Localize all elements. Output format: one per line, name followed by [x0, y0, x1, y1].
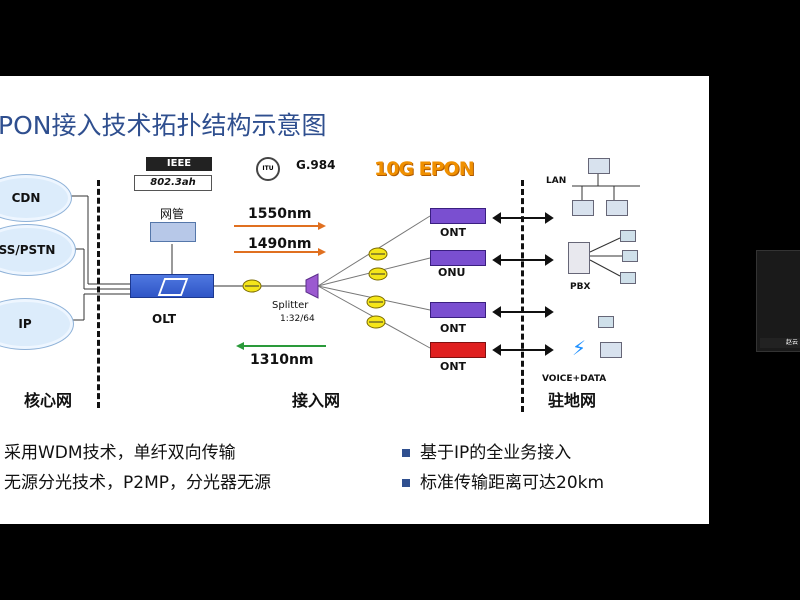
participant-video-thumbnail[interactable]: 赵云	[756, 250, 800, 352]
ont-label-2: ONT	[440, 322, 467, 335]
lightning-icon: ⚡	[572, 336, 587, 360]
ont-label-1: ONT	[440, 226, 467, 239]
ieee-logo: IEEE	[146, 157, 212, 171]
splitter-shape	[305, 273, 319, 299]
phone-icon	[622, 250, 638, 262]
bullet-right-1: 基于IP的全业务接入	[402, 438, 571, 463]
cloud-ss-pstn: SS/PSTN	[0, 224, 76, 276]
pbx-label: PBX	[570, 282, 591, 292]
bullet-right-2: 标准传输距离可达20km	[402, 468, 604, 493]
pbx-cabinet-icon	[568, 242, 590, 274]
ont-device-1	[430, 208, 486, 224]
pc-icon	[572, 200, 594, 216]
ieee-standard: 802.3ah	[134, 175, 212, 191]
ont-label-3: ONT	[440, 360, 467, 373]
splitter-ratio: 1:32/64	[280, 314, 315, 324]
olt-label: OLT	[152, 312, 177, 326]
wavelength-1310: 1310nm	[250, 352, 314, 368]
epon-logo: 10G EPON	[374, 158, 475, 180]
access-premises-divider	[521, 180, 524, 412]
phone-icon	[598, 316, 614, 328]
itu-logo-icon: ITU	[256, 157, 280, 181]
itu-standard: G.984	[296, 158, 336, 172]
core-network-label: 核心网	[24, 391, 73, 410]
lan-label: LAN	[546, 176, 567, 186]
bullet-left-1: 采用WDM技术，单纤双向传输	[4, 443, 236, 463]
wavelength-1550: 1550nm	[248, 206, 312, 222]
onu-label: ONU	[438, 266, 466, 279]
pc-icon	[600, 342, 622, 358]
ont-device-2	[430, 302, 486, 318]
splitter-label: Splitter	[272, 300, 309, 311]
nms-label: 网管	[160, 207, 185, 221]
slide: PON接入技术拓扑结构示意图	[0, 76, 709, 524]
pc-icon	[588, 158, 610, 174]
participant-name-badge: 赵云	[760, 338, 800, 348]
ont-device-3	[430, 342, 486, 358]
cloud-cdn: CDN	[0, 174, 72, 222]
core-access-divider	[97, 180, 100, 408]
phone-icon	[620, 230, 636, 242]
wavelength-1490: 1490nm	[248, 236, 312, 252]
voice-data-label: VOICE+DATA	[542, 374, 607, 384]
nms-computer-icon	[150, 222, 196, 242]
access-network-label: 接入网	[292, 391, 341, 410]
page-title: PON接入技术拓扑结构示意图	[0, 111, 327, 140]
onu-device	[430, 250, 486, 266]
bullet-left-2: 无源分光技术，P2MP，分光器无源	[4, 473, 271, 493]
pc-icon	[606, 200, 628, 216]
phone-icon	[620, 272, 636, 284]
premises-network-label: 驻地网	[548, 391, 597, 410]
olt-device	[130, 274, 214, 298]
